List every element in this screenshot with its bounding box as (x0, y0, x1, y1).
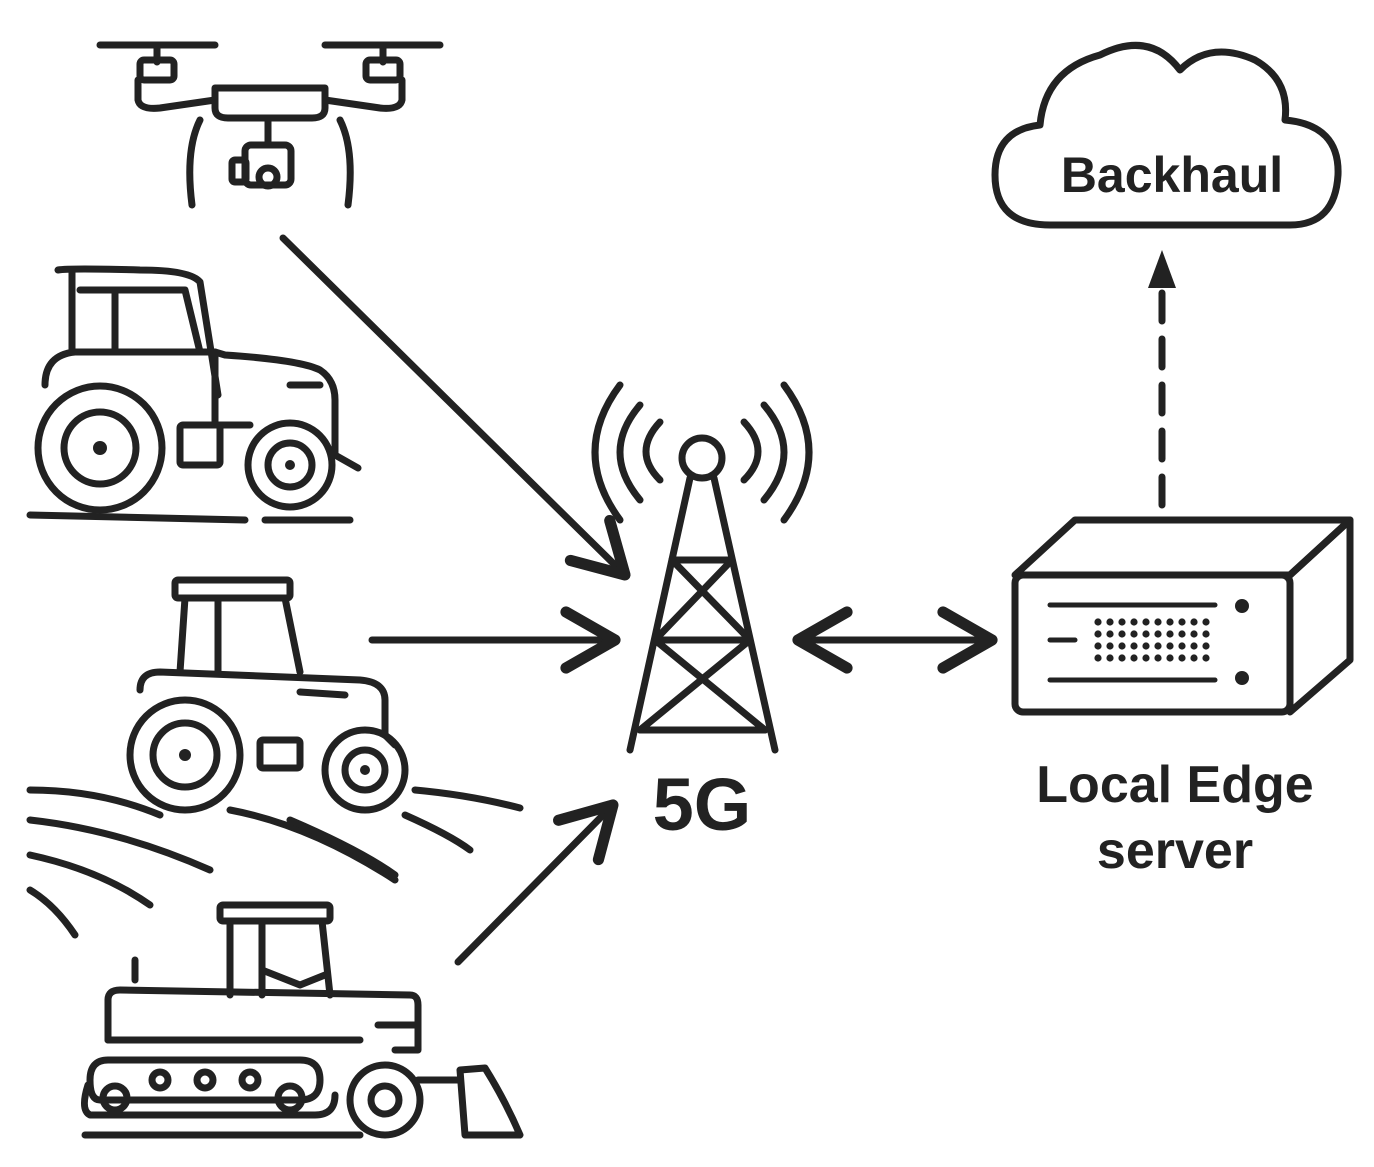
vent-dot (1154, 642, 1162, 650)
server-label-line1: Local Edge (1036, 756, 1313, 814)
vent-dot (1154, 654, 1162, 662)
vent-dot (1130, 642, 1138, 650)
vent-dot (1178, 642, 1186, 650)
vent-dot (1202, 642, 1210, 650)
vent-dot (1202, 654, 1210, 662)
drone-to-tower-arrow (279, 234, 631, 581)
field-tractor-icon (26, 576, 524, 939)
vent-dot (1202, 630, 1210, 638)
vent-dot (1142, 630, 1150, 638)
vent-dot (1094, 618, 1102, 626)
vent-dot (1094, 630, 1102, 638)
vent-dot (1094, 642, 1102, 650)
vent-dot (1190, 654, 1198, 662)
vent-dot (1142, 642, 1150, 650)
cloud-label: Backhaul (1061, 147, 1283, 203)
vent-dot (1202, 618, 1210, 626)
vent-dot (1178, 630, 1186, 638)
vent-dot (1130, 654, 1138, 662)
vent-dot (1118, 630, 1126, 638)
vent-dot (1154, 630, 1162, 638)
vent-dot (1166, 654, 1174, 662)
server-label-line2: server (1097, 822, 1253, 880)
vent-dot (1106, 630, 1114, 638)
vent-dot (1178, 618, 1186, 626)
tower-label: 5G (653, 763, 752, 846)
vent-dot (1190, 630, 1198, 638)
vent-dot (1106, 654, 1114, 662)
vent-dot (1130, 618, 1138, 626)
vent-dot (1106, 618, 1114, 626)
vent-dot (1130, 630, 1138, 638)
vent-dot (1190, 618, 1198, 626)
vent-dot (1178, 654, 1186, 662)
drone-icon (96, 41, 444, 209)
cell-tower-icon (591, 381, 813, 754)
vent-dot (1106, 642, 1114, 650)
vent-dot (1190, 642, 1198, 650)
vent-dot (1118, 642, 1126, 650)
cloud-icon (991, 41, 1342, 229)
tractor-icon (26, 265, 362, 524)
vent-dot (1166, 618, 1174, 626)
backhaul-arrowhead (1148, 250, 1176, 288)
vent-dot (1094, 654, 1102, 662)
vent-dot (1166, 642, 1174, 650)
crawler-tractor-icon (81, 901, 524, 1139)
server-vent-dots (1094, 618, 1210, 662)
vent-dot (1118, 654, 1126, 662)
vent-dot (1142, 654, 1150, 662)
vent-dot (1154, 618, 1162, 626)
vent-dot (1118, 618, 1126, 626)
edge-server-icon (1011, 516, 1354, 716)
crawler-to-tower-arrow (454, 799, 619, 966)
vent-dot (1166, 630, 1174, 638)
vent-dot (1142, 618, 1150, 626)
